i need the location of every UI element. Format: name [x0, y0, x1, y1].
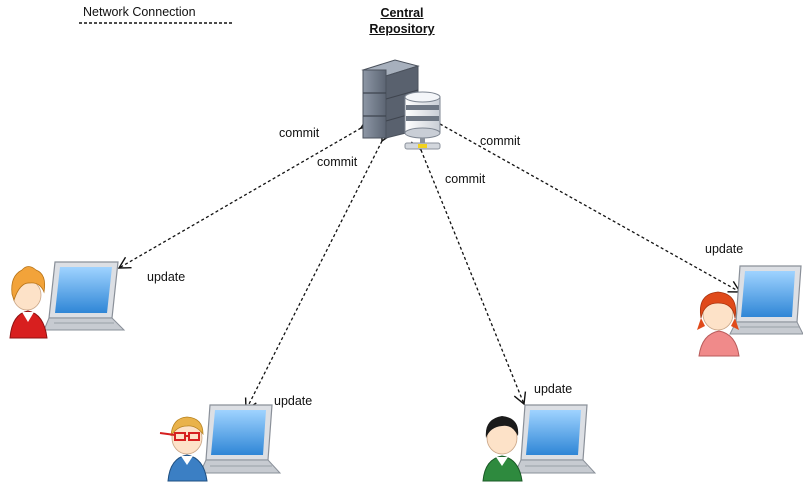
connection-user3: [410, 137, 527, 406]
connection-user1: [117, 116, 374, 269]
user1-laptop-icon: [43, 261, 126, 331]
user2-laptop-icon: [199, 404, 282, 474]
connection-user4: [427, 113, 742, 293]
connection-user2: [244, 128, 393, 412]
user3-laptop-icon: [514, 404, 597, 474]
user4-laptop-icon: [729, 265, 803, 335]
update-label-user1: update: [147, 270, 186, 284]
database-icon: [404, 91, 441, 150]
commit-label-user2: commit: [317, 155, 358, 169]
repository-title-line2: Repository: [369, 22, 435, 36]
user4-avatar-icon: [697, 291, 740, 357]
user1-avatar-icon: [9, 266, 48, 339]
repository-title: Central Repository: [352, 5, 452, 37]
update-label-user4: update: [705, 242, 744, 256]
update-label-user3: update: [534, 382, 573, 396]
commit-label-user4: commit: [480, 134, 521, 148]
user3-avatar-icon: [482, 416, 523, 482]
repository-title-line1: Central: [380, 6, 424, 20]
update-label-user2: update: [274, 394, 313, 408]
user2-avatar-icon: [159, 416, 208, 482]
legend-label: Network Connection: [83, 5, 196, 19]
commit-label-user3: commit: [445, 172, 486, 186]
commit-label-user1: commit: [279, 126, 320, 140]
